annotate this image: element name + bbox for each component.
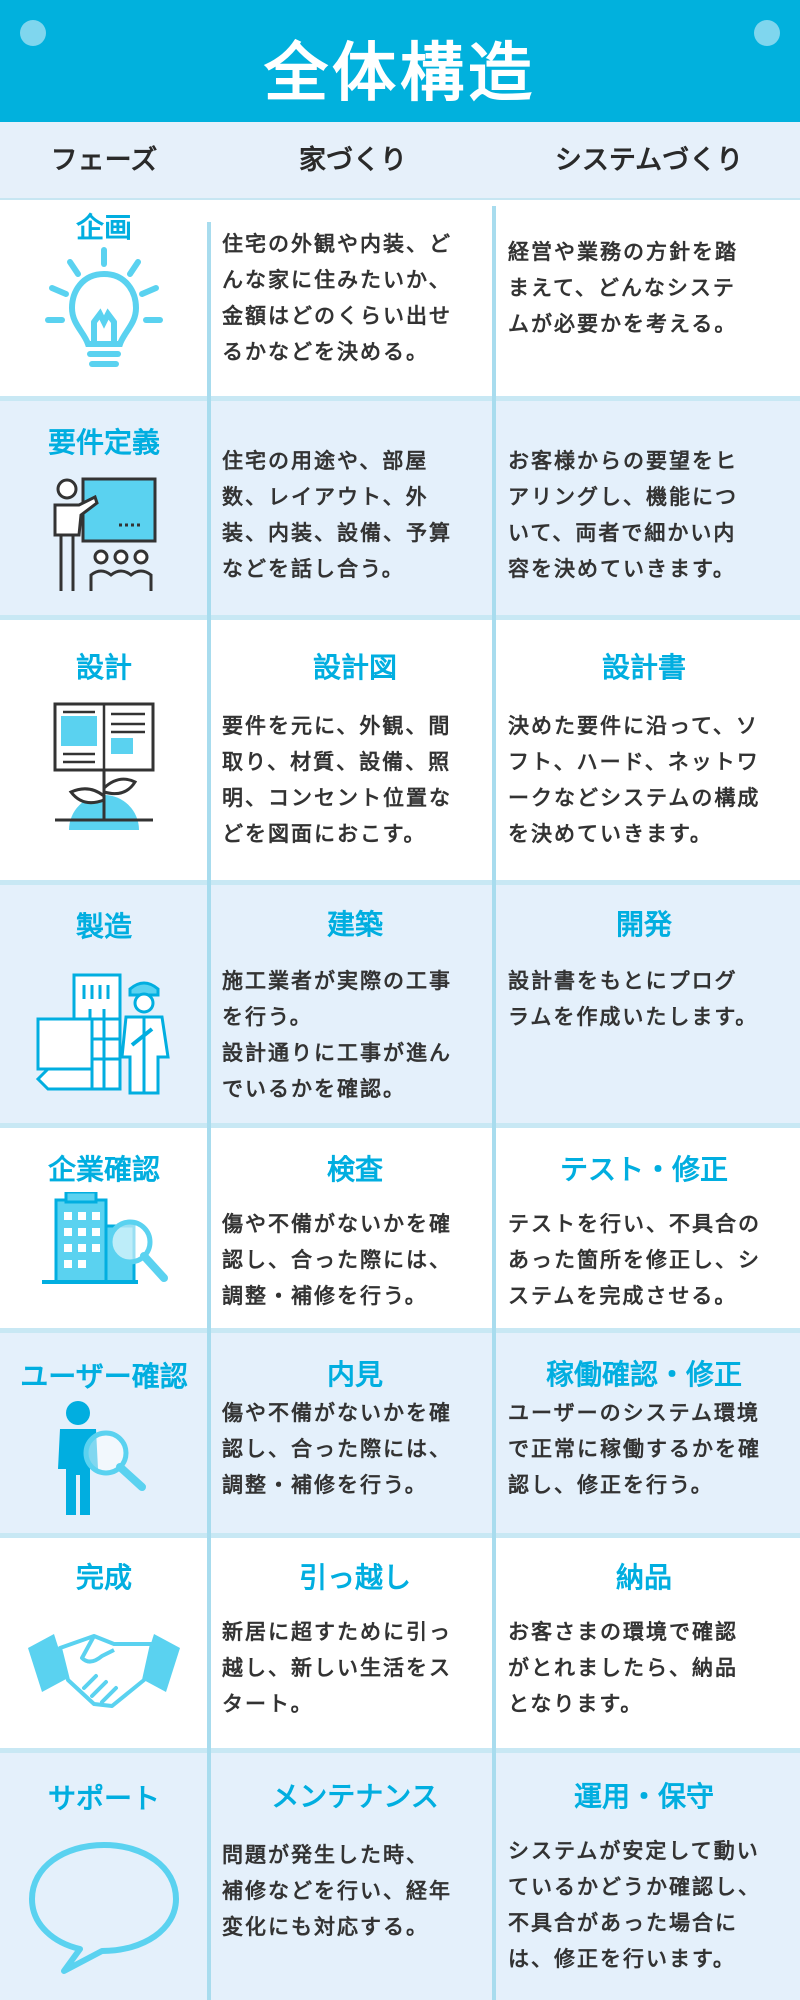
phase-label: サポート xyxy=(47,1782,160,1815)
row-manufacturing: 製造 建築 開発 施工業者が実際の工事 を行う。 設計通りに工事が進ん でいるか… xyxy=(0,885,800,1123)
person-magnifier-icon xyxy=(0,1399,208,1519)
house-description: 傷や不備がないかを確 認し、合った際には、 調整・補修を行う。 xyxy=(222,1212,452,1308)
row-support: サポート メンテナンス 運用・保守 問題が発生した時、 補修などを行い、経年 変… xyxy=(0,1753,800,2000)
house-step-title: 内見 xyxy=(326,1358,383,1391)
system-step-title: テスト・修正 xyxy=(559,1153,728,1186)
row-divider xyxy=(0,1123,800,1128)
blueprint-book-icon xyxy=(0,700,208,830)
phase-label: 完成 xyxy=(75,1561,132,1594)
presentation-icon xyxy=(0,475,208,595)
phase-label: 製造 xyxy=(75,910,132,943)
house-step-title: メンテナンス xyxy=(271,1780,439,1813)
row-requirements: 要件定義 住宅の用途や、部屋 数、レイアウト、外 装、内装、設備、予算 などを話… xyxy=(0,401,800,615)
column-divider-right xyxy=(492,206,496,2000)
house-description: 新居に超すために引っ 越し、新しい生活をス タート。 xyxy=(222,1620,452,1716)
row-completion: 完成 引っ越し 納品 新居に超すために引っ 越し、新しい生活をス タート。 お客… xyxy=(0,1538,800,1748)
phase-label: 要件定義 xyxy=(47,426,160,459)
house-description: 住宅の用途や、部屋 数、レイアウト、外 装、内装、設備、予算 などを話し合う。 xyxy=(222,449,452,581)
phase-label: ユーザー確認 xyxy=(20,1360,188,1393)
lightbulb-icon xyxy=(0,246,208,376)
page-title: 全体構造 xyxy=(264,37,536,111)
house-step-title: 引っ越し xyxy=(298,1561,411,1594)
system-description: お客様からの要望をヒ アリングし、機能につ いて、両者で細かい内 容を決めていき… xyxy=(508,449,738,581)
row-planning: 企画 住宅の外観や内装、ど んな家に住みたいか、 金額はどのくらい出せ るかなど… xyxy=(0,200,800,396)
system-step-title: 設計書 xyxy=(601,651,686,684)
decorative-dot-right xyxy=(754,20,780,46)
header-system: システムづくり xyxy=(554,145,744,176)
row-divider xyxy=(0,396,800,401)
system-step-title: 稼働確認・修正 xyxy=(545,1358,742,1391)
row-divider xyxy=(0,1533,800,1538)
phase-label: 設計 xyxy=(75,651,132,684)
system-description: テストを行い、不具合の あった箇所を修正し、シ ステムを完成させる。 xyxy=(508,1212,761,1308)
system-description: 経営や業務の方針を踏 まえて、どんなシステ ムが必要かを考える。 xyxy=(508,240,738,336)
header-house: 家づくり xyxy=(299,145,407,176)
row-design: 設計 設計図 設計書 要件を元に、外観、間 取り、材質、設備、照 明、コンセント… xyxy=(0,620,800,880)
building-magnifier-icon xyxy=(0,1192,208,1292)
construction-worker-icon xyxy=(0,969,208,1099)
decorative-dot-left xyxy=(20,20,46,46)
system-step-title: 納品 xyxy=(615,1561,672,1594)
house-step-title: 建築 xyxy=(326,908,383,941)
house-description: 傷や不備がないかを確 認し、合った際には、 調整・補修を行う。 xyxy=(222,1401,452,1497)
row-divider xyxy=(0,880,800,885)
phase-label: 企業確認 xyxy=(47,1153,160,1186)
header-phase: フェーズ xyxy=(50,145,158,176)
house-description: 施工業者が実際の工事 を行う。 設計通りに工事が進ん でいるかを確認。 xyxy=(222,969,452,1101)
column-divider-left xyxy=(207,222,211,2000)
row-user-check: ユーザー確認 内見 稼働確認・修正 傷や不備がないかを確 認し、合った際には、 … xyxy=(0,1333,800,1533)
system-description: 決めた要件に沿って、ソ フト、ハード、ネットワ ークなどシステムの構成 を決めて… xyxy=(508,714,761,846)
row-divider xyxy=(0,1748,800,1753)
system-step-title: 運用・保守 xyxy=(573,1780,714,1813)
title-banner: 全体構造 xyxy=(0,0,800,122)
system-step-title: 開発 xyxy=(615,908,672,941)
handshake-icon xyxy=(0,1618,208,1718)
column-header-row: フェーズ 家づくり システムづくり xyxy=(0,122,800,200)
system-description: 設計書をもとにプログ ラムを作成いたします。 xyxy=(508,969,759,1029)
row-divider xyxy=(0,615,800,620)
row-company-check: 企業確認 検査 テスト・修正 傷や不備がないかを確 認し、合った際には、 調整・… xyxy=(0,1128,800,1328)
house-description: 住宅の外観や内装、ど んな家に住みたいか、 金額はどのくらい出せ るかなどを決め… xyxy=(222,232,452,364)
system-description: お客さまの環境で確認 がとれましたら、納品 となります。 xyxy=(508,1620,738,1716)
speech-bubble-icon xyxy=(0,1837,208,1977)
house-description: 要件を元に、外観、間 取り、材質、設備、照 明、コンセント位置な どを図面におこ… xyxy=(222,714,452,846)
house-step-title: 設計図 xyxy=(312,651,397,684)
house-description: 問題が発生した時、 補修などを行い、経年 変化にも対応する。 xyxy=(222,1843,452,1939)
system-description: ユーザーのシステム環境 で正常に稼働するかを確 認し、修正を行う。 xyxy=(508,1401,761,1497)
house-step-title: 検査 xyxy=(326,1153,383,1186)
system-description: システムが安定して動い ているかどうか確認し、 不具合があった場合に は、修正を… xyxy=(508,1839,761,1971)
phase-label: 企画 xyxy=(75,211,132,244)
row-divider xyxy=(0,1328,800,1333)
